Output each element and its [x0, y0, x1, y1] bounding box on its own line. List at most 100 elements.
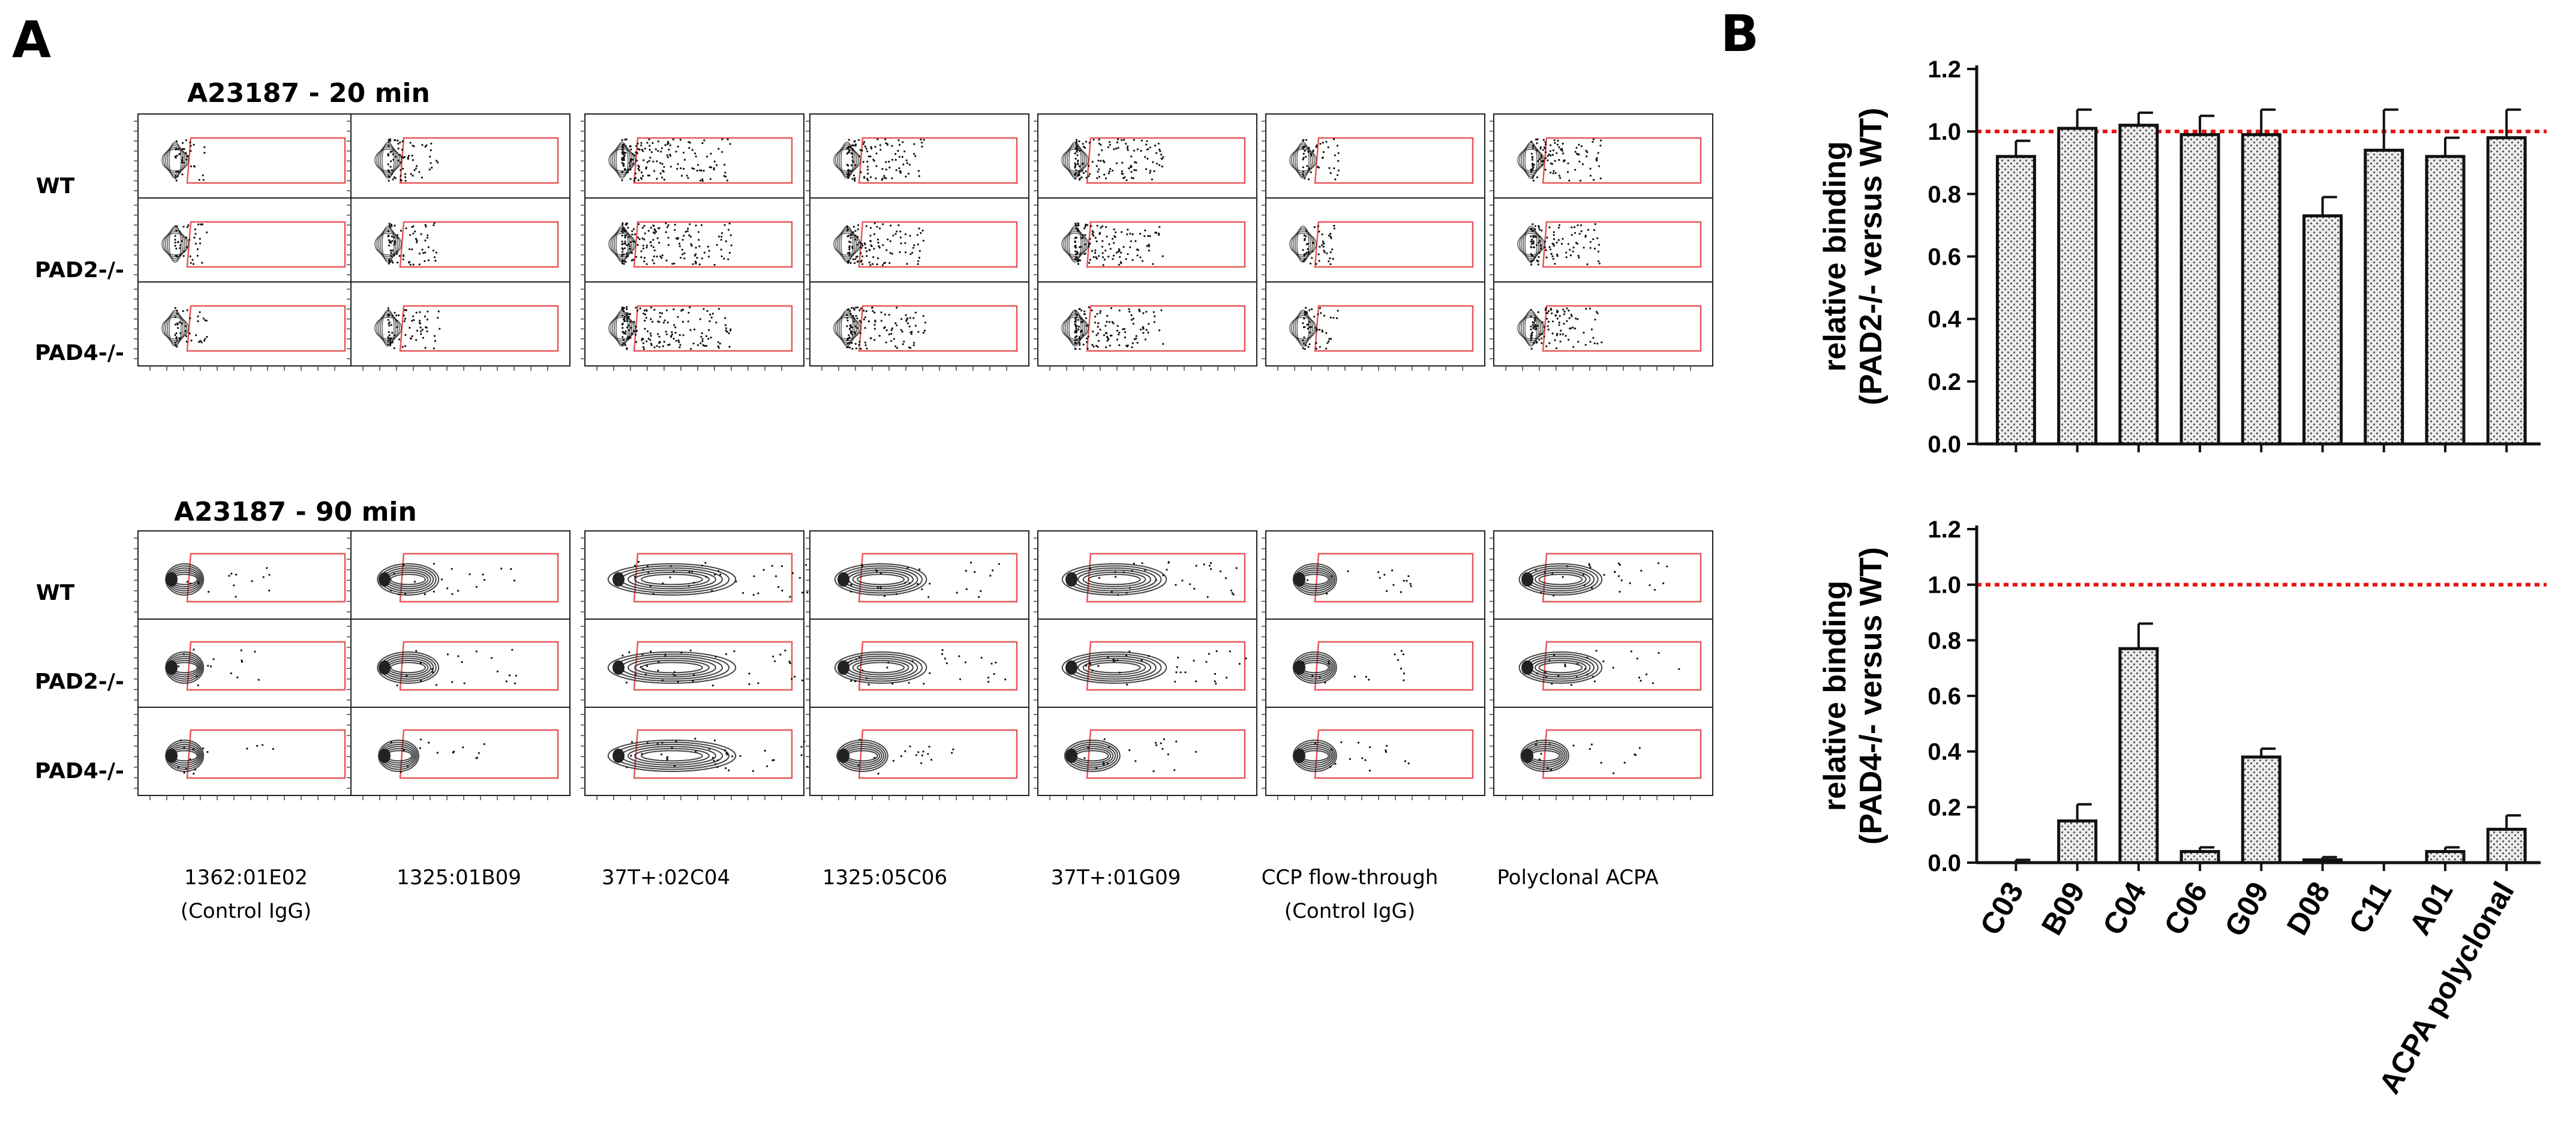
flow-event — [439, 328, 441, 330]
flow-event — [1406, 579, 1408, 582]
flow-event — [413, 169, 416, 172]
flow-event — [708, 166, 711, 169]
flow-event — [848, 342, 851, 344]
flow-event — [1592, 337, 1595, 339]
flow-event — [672, 138, 674, 141]
flow-event — [642, 668, 644, 671]
flow-event — [665, 231, 667, 233]
flow-event — [879, 585, 882, 588]
flow-event — [929, 582, 931, 585]
flow-event — [673, 262, 675, 265]
flow-event — [952, 748, 954, 750]
flow-event — [1534, 320, 1536, 322]
flow-event — [1074, 241, 1076, 244]
flow-event — [911, 251, 914, 254]
flow-event — [927, 596, 930, 598]
flow-event — [635, 326, 637, 328]
flow-event — [653, 308, 656, 311]
flow-event — [1158, 226, 1161, 228]
flow-event — [387, 315, 389, 317]
flow-contour — [1289, 233, 1317, 256]
flow-event — [397, 139, 399, 142]
flow-event — [1536, 325, 1539, 327]
flow-event — [1122, 328, 1124, 331]
flow-event — [433, 224, 435, 227]
flow-event — [1103, 762, 1105, 764]
flow-event — [411, 335, 413, 338]
flow-event — [175, 170, 178, 173]
flow-event — [791, 572, 794, 575]
flow-event — [388, 325, 391, 327]
flow-event — [626, 320, 628, 322]
flow-event — [628, 325, 630, 327]
flow-event — [1127, 145, 1129, 148]
flow-event — [176, 256, 179, 258]
flow-gate — [633, 729, 793, 779]
flow-event — [1536, 259, 1538, 262]
flow-event — [691, 149, 693, 151]
flow-event — [902, 163, 905, 166]
flow-event — [1593, 179, 1595, 181]
flow-event — [700, 335, 702, 338]
flow-event — [627, 171, 629, 173]
flow-event — [853, 308, 855, 311]
flow-event — [711, 756, 714, 759]
flow-event — [650, 151, 653, 154]
flow-event — [1074, 336, 1077, 338]
flow-event — [1653, 588, 1656, 591]
flow-event — [705, 335, 708, 337]
flow-event — [514, 682, 517, 684]
flow-event — [683, 252, 686, 254]
flow-event — [642, 175, 644, 177]
flow-event — [1560, 329, 1562, 332]
flow-event — [648, 138, 650, 140]
flow-event — [182, 226, 185, 228]
flow-event — [846, 225, 848, 227]
flow-event — [965, 570, 967, 572]
flow-event — [175, 337, 178, 340]
flow-event — [388, 223, 391, 225]
flow-event — [430, 162, 432, 164]
flow-event — [404, 317, 407, 320]
flow-plot — [1490, 113, 1713, 199]
flow-event — [389, 226, 391, 229]
flow-event — [929, 672, 931, 674]
flow-event — [728, 223, 731, 225]
flow-event — [866, 178, 869, 180]
flow-contour — [390, 662, 426, 674]
flow-event — [621, 179, 623, 182]
flow-event — [182, 157, 184, 159]
flow-event — [875, 165, 878, 167]
flow-event — [400, 175, 402, 177]
flow-event — [1318, 260, 1320, 262]
flow-event — [727, 258, 729, 260]
flow-event — [846, 314, 848, 316]
flow-event — [723, 164, 726, 166]
flow-event — [451, 593, 454, 595]
flow-event — [1568, 179, 1571, 182]
flow-event — [403, 314, 405, 317]
flow-event — [900, 329, 902, 331]
flow-event — [1144, 338, 1147, 341]
flow-event — [1533, 317, 1536, 319]
flow-contour — [1296, 226, 1310, 263]
flow-event — [240, 649, 242, 651]
flow-gate — [633, 221, 793, 268]
flow-event — [188, 332, 191, 335]
flow-event — [635, 256, 638, 258]
flow-event — [646, 742, 648, 744]
column-labels: 1362:01E02 (Control IgG) 1325:01B09 37T+… — [181, 866, 1659, 923]
flow-event — [195, 242, 197, 245]
flow-event — [435, 251, 438, 254]
flow-event — [847, 151, 849, 154]
flow-event — [1077, 163, 1079, 166]
flow-event — [1353, 675, 1356, 678]
flow-contour-core — [166, 660, 178, 675]
flow-event — [923, 329, 926, 332]
flow-event — [1105, 226, 1107, 228]
flow-event — [1326, 593, 1328, 595]
flow-event — [1103, 334, 1106, 337]
flow-event — [404, 334, 407, 337]
flow-event — [1530, 169, 1532, 171]
flow-event — [405, 309, 408, 311]
